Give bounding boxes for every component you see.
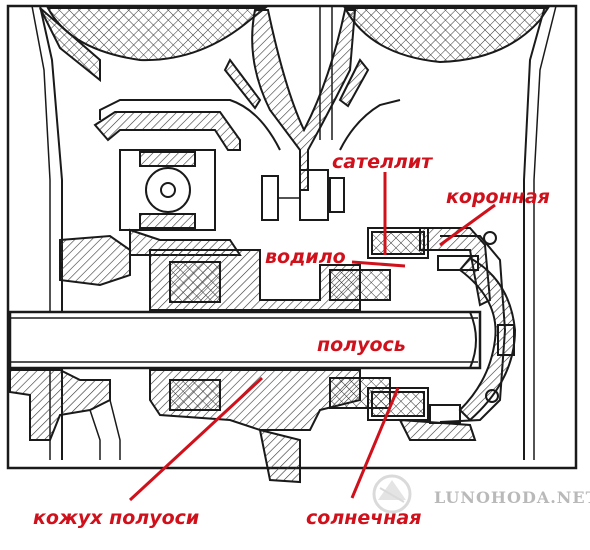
label-sun-gear: солнечная xyxy=(306,507,421,529)
tire-mesh xyxy=(39,7,550,83)
watermark-logo xyxy=(372,474,412,514)
bolt-upper xyxy=(261,169,345,221)
label-carrier: водило xyxy=(265,246,346,268)
semi-axle-shaft xyxy=(8,310,482,370)
label-axle-housing: кожух полуоси xyxy=(33,507,199,529)
watermark-text: LUNOHODA.NET xyxy=(434,488,590,507)
lower-housing xyxy=(9,369,477,484)
leader-sun-gear xyxy=(350,387,400,499)
label-ring-gear: коронная xyxy=(446,186,550,208)
upper-housing xyxy=(59,111,242,287)
label-semi-axle: полуось xyxy=(317,334,406,356)
leader-ring-gear xyxy=(439,203,496,247)
leader-axle-housing xyxy=(128,376,264,502)
wheel-disc xyxy=(99,9,401,191)
label-satellite: сателлит xyxy=(332,151,433,173)
annotation-lines xyxy=(128,172,496,502)
leader-carrier xyxy=(351,260,406,268)
planetary-gear-assembly xyxy=(149,227,517,423)
